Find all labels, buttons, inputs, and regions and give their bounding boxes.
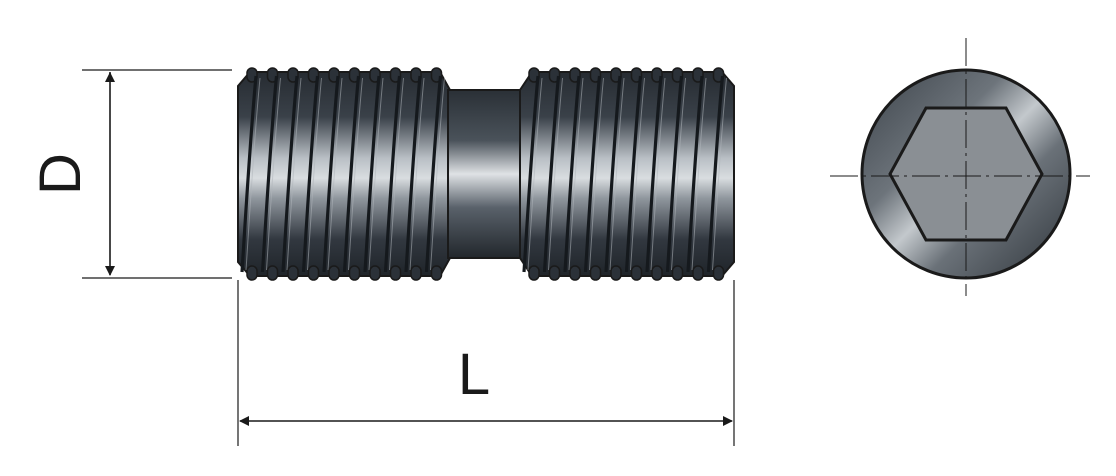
diameter-dimension: D (28, 69, 232, 279)
thread-line (665, 75, 684, 273)
thread-highlight (368, 77, 384, 271)
thread-crest-bottom (671, 265, 684, 281)
thread-line (424, 75, 443, 273)
thread-crest-bottom (430, 265, 443, 281)
thread-crest-bottom (287, 265, 299, 281)
thread-crest-bottom (348, 265, 361, 281)
length-dimension: L (237, 280, 735, 446)
hex-socket-end-view-icon (830, 38, 1090, 296)
thread-highlight (286, 77, 302, 271)
thread-line (383, 75, 402, 273)
thread-line (706, 75, 725, 273)
thread-crest-bottom (651, 265, 663, 281)
thread-highlight (630, 77, 645, 271)
thread-line (301, 75, 320, 273)
thread-line (645, 75, 663, 273)
thread-highlight (327, 77, 343, 271)
thread-line (281, 75, 299, 273)
stud-neck (447, 89, 523, 259)
thread-highlight (527, 77, 543, 271)
thread-crest-bottom (528, 265, 540, 281)
thread-line (542, 75, 561, 273)
thread-line (404, 75, 422, 273)
thread-highlight (307, 77, 322, 271)
thread-crest-bottom (328, 265, 340, 281)
thread-highlight (589, 77, 604, 271)
thread-crest-bottom (410, 265, 422, 281)
thread-pattern (240, 67, 727, 281)
thread-highlight (548, 77, 563, 271)
thread-line (686, 75, 704, 273)
thread-crest-bottom (569, 265, 581, 281)
thread-highlight (409, 77, 425, 271)
thread-crest-bottom (246, 265, 258, 281)
thread-line (322, 75, 340, 273)
thread-highlight (266, 77, 281, 271)
thread-crest-bottom (692, 265, 704, 281)
threaded-stud-side-view-icon (237, 67, 735, 281)
thread-crest-bottom (630, 265, 643, 281)
thread-highlight (691, 77, 707, 271)
length-label: L (458, 342, 490, 407)
thread-crest-bottom (548, 265, 561, 281)
thread-highlight (609, 77, 625, 271)
thread-crest-bottom (610, 265, 622, 281)
thread-highlight (245, 77, 261, 271)
thread-line (240, 75, 258, 273)
thread-line (260, 75, 279, 273)
thread-highlight (568, 77, 584, 271)
thread-crest-bottom (266, 265, 279, 281)
thread-highlight (430, 77, 445, 271)
thread-line (522, 75, 540, 273)
thread-crest-bottom (307, 265, 320, 281)
thread-line (363, 75, 381, 273)
thread-highlight (671, 77, 686, 271)
thread-crest-bottom (712, 265, 725, 281)
thread-highlight (712, 77, 727, 271)
thread-crest-bottom (389, 265, 402, 281)
thread-crest-bottom (369, 265, 381, 281)
thread-line (583, 75, 602, 273)
thread-line (604, 75, 622, 273)
thread-highlight (389, 77, 404, 271)
thread-line (342, 75, 361, 273)
thread-highlight (348, 77, 363, 271)
thread-line (624, 75, 643, 273)
diameter-label: D (28, 153, 93, 195)
thread-highlight (650, 77, 666, 271)
thread-crest-bottom (589, 265, 602, 281)
thread-line (563, 75, 581, 273)
